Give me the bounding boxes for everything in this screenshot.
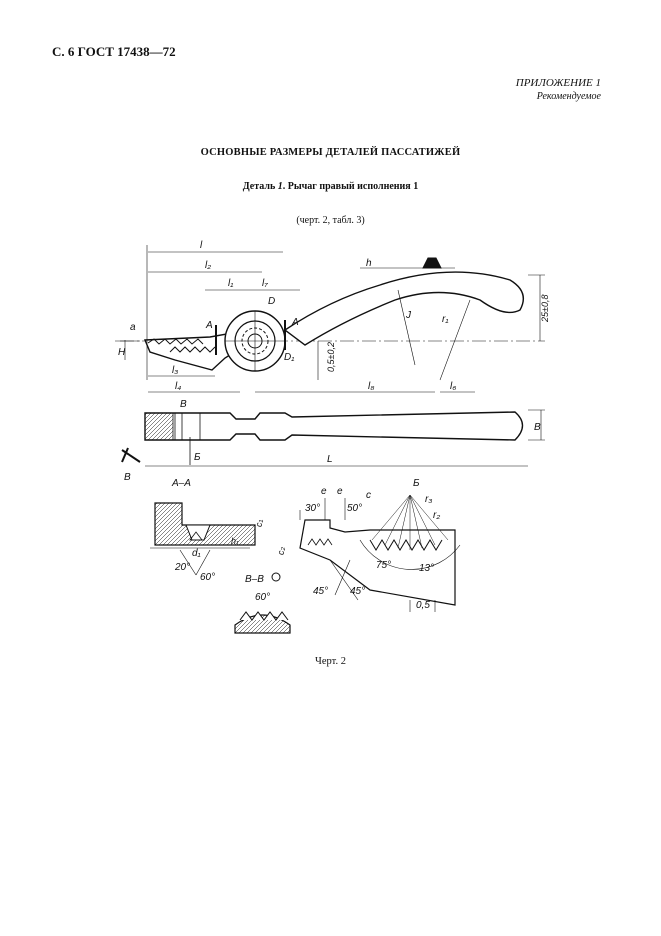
- label-45deg-a: 45°: [313, 586, 328, 597]
- document-title: ОСНОВНЫЕ РАЗМЕРЫ ДЕТАЛЕЙ ПАССАТИЖЕЙ: [200, 147, 461, 158]
- label-r1: r₁: [442, 314, 448, 325]
- drawing-reference: (черт. 2, табл. 3): [296, 215, 365, 226]
- label-l7: l₇: [262, 278, 268, 289]
- label-c1: c₁: [254, 520, 264, 528]
- label-L: L: [327, 454, 333, 465]
- technical-drawing: l l₂ l₁ l₇ D D₁ A A a H l₃ l₄ l₈ l₆ h J …: [115, 240, 550, 634]
- label-45deg-b: 45°: [350, 586, 365, 597]
- figure-caption: Черт. 2: [315, 656, 346, 667]
- section-v-v: [234, 572, 291, 634]
- label-H: H: [118, 347, 126, 358]
- label-c: c: [366, 490, 371, 501]
- label-50deg: 50°: [347, 503, 362, 514]
- label-c2: c₂: [276, 547, 286, 556]
- view-be: [299, 494, 461, 612]
- annex-title: ПРИЛОЖЕНИЕ 1: [515, 77, 601, 89]
- section-a-a: [150, 502, 256, 576]
- label-V-bottom: В: [124, 472, 131, 483]
- label-V-V: В–В: [245, 574, 264, 585]
- label-60deg-b: 60°: [255, 592, 270, 603]
- label-D: D: [268, 296, 275, 307]
- label-h1: h₁: [231, 536, 239, 546]
- label-l2: l₂: [205, 260, 211, 271]
- label-l: l: [200, 240, 203, 251]
- label-05-02: 0,5±0,2: [326, 342, 336, 372]
- label-h: h: [366, 258, 372, 269]
- plan-view-labels: L B В В Б: [124, 399, 541, 483]
- section-v-v-labels: В–В 60°: [245, 574, 270, 603]
- label-l8: l₈: [368, 381, 374, 392]
- page-header: С. 6 ГОСТ 17438—72: [52, 44, 176, 59]
- label-d1: d₁: [192, 548, 201, 559]
- label-D1: D₁: [284, 352, 294, 363]
- label-Be-view: Б: [413, 478, 420, 489]
- label-l1: l₁: [228, 278, 233, 289]
- label-l6: l₆: [450, 381, 456, 392]
- label-a: a: [130, 322, 136, 333]
- label-30deg: 30°: [305, 503, 320, 514]
- label-Be: Б: [194, 452, 201, 463]
- label-A-left: A: [205, 320, 213, 331]
- label-20deg: 20°: [174, 562, 190, 573]
- label-05: 0,5: [416, 600, 430, 611]
- label-B: B: [534, 422, 541, 433]
- label-l3: l₃: [172, 365, 178, 376]
- label-60deg: 60°: [200, 572, 215, 583]
- label-r2: r₂: [433, 510, 440, 521]
- label-J: J: [405, 310, 412, 321]
- lever-plan-view: [121, 409, 545, 467]
- lever-side-view: [115, 245, 545, 393]
- subtitle-prefix: Деталь: [242, 181, 278, 192]
- subtitle-num: 1: [277, 181, 283, 192]
- label-A-right: A: [291, 317, 299, 328]
- section-a-a-labels: A–A d₁ 20° 60° h₁ c₁ c₂: [171, 478, 286, 583]
- label-75deg: 75°: [376, 560, 391, 571]
- subtitle-rest: . Рычаг правый исполнения 1: [282, 181, 419, 192]
- top-view-labels: l l₂ l₁ l₇ D D₁ A A a H l₃ l₄ l₈ l₆ h J …: [118, 240, 550, 392]
- label-l4: l₄: [175, 381, 181, 392]
- label-13deg: 13°: [419, 563, 434, 574]
- view-be-labels: Б e e c r₃ r₂ 30° 50° 45° 45° 75° 13° 0,…: [305, 478, 440, 611]
- label-A-A: A–A: [171, 478, 191, 489]
- label-25-08: 25±0,8: [540, 295, 550, 323]
- label-e1: e: [321, 486, 327, 497]
- label-r3: r₃: [425, 494, 432, 505]
- label-e2: e: [337, 486, 343, 497]
- label-V-top: В: [180, 399, 187, 410]
- annex-block: ПРИЛОЖЕНИЕ 1 Рекомендуемое: [516, 77, 601, 103]
- part-subtitle: Деталь 1. Рычаг правый исполнения 1: [0, 181, 661, 192]
- annex-note: Рекомендуемое: [536, 91, 601, 102]
